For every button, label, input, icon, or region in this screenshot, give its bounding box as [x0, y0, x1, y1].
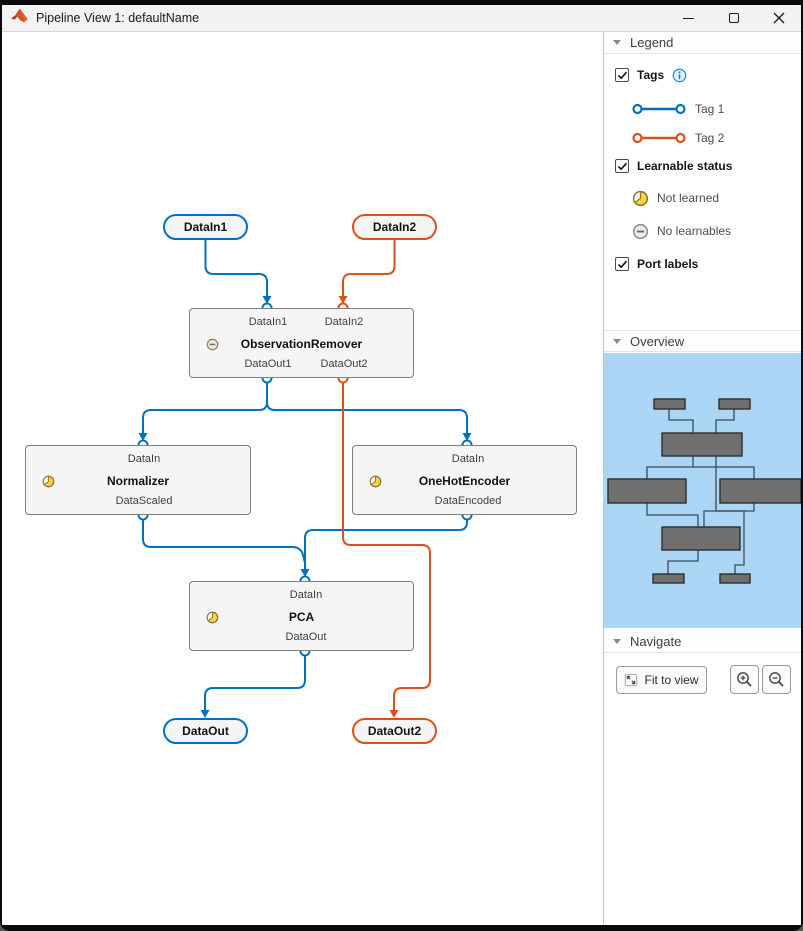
tag2-sample-icon: [632, 132, 686, 144]
not-learned-icon: [206, 611, 219, 624]
learnable-status-label: Learnable status: [637, 159, 733, 173]
fit-to-view-icon: [625, 673, 638, 687]
no-learnables-row: No learnables: [632, 222, 731, 240]
collapse-arrow-icon: [613, 338, 621, 344]
close-icon: [773, 12, 784, 24]
terminal-dataout[interactable]: DataOut: [163, 718, 248, 744]
collapse-arrow-icon: [613, 40, 621, 45]
port-label: DataOut1: [244, 358, 292, 370]
tag1-sample-icon: [632, 103, 686, 115]
tag1-label: Tag 1: [695, 102, 725, 116]
port-labels-row: Port labels: [615, 255, 698, 273]
port-label: DataEncoded: [434, 495, 502, 507]
tag1-row: Tag 1: [631, 100, 724, 118]
zoom-out-button[interactable]: [762, 665, 791, 694]
port-label: DataScaled: [115, 495, 173, 507]
overview-header-label: Overview: [630, 333, 685, 349]
clock-yellow-icon: [632, 190, 649, 206]
no-learnables-label: No learnables: [657, 224, 732, 238]
terminal-label: DataOut2: [367, 724, 422, 738]
minimap-graphic: [607, 398, 801, 584]
overview-minimap[interactable]: [604, 353, 801, 628]
pipeline-canvas[interactable]: DataIn1 DataIn2 DataOut DataOut2 DataIn1…: [2, 32, 604, 925]
fit-to-view-label: Fit to view: [644, 673, 699, 687]
minus-gray-icon: [632, 223, 649, 239]
matlab-logo-icon: [11, 8, 28, 28]
port-label: DataIn: [289, 589, 323, 601]
node-observationremover[interactable]: DataIn1 DataIn2 ObservationRemover DataO…: [189, 308, 414, 378]
tags-row: Tags: [615, 66, 687, 84]
zoom-in-button[interactable]: [730, 665, 759, 694]
check-icon: [617, 162, 627, 170]
legend-section-header[interactable]: Legend: [604, 32, 801, 54]
node-normalizer[interactable]: DataIn Normalizer DataScaled: [25, 445, 251, 515]
overview-section-header[interactable]: Overview: [604, 330, 801, 352]
window-title: Pipeline View 1: defaultName: [36, 11, 200, 25]
main-area: DataIn1 DataIn2 DataOut DataOut2 DataIn1…: [2, 32, 801, 925]
node-onehotencoder[interactable]: DataIn OneHotEncoder DataEncoded: [352, 445, 577, 515]
port-labels-checkbox[interactable]: [615, 257, 629, 271]
navigate-header-label: Navigate: [630, 634, 682, 649]
not-learned-icon: [42, 475, 55, 488]
maximize-button[interactable]: [711, 5, 756, 32]
no-learnables-icon: [206, 338, 219, 351]
learnable-status-row: Learnable status: [615, 157, 732, 175]
terminal-label: DataIn2: [372, 220, 417, 234]
port-labels-label: Port labels: [637, 257, 699, 271]
port-label: DataOut: [285, 631, 327, 643]
check-icon: [617, 260, 627, 268]
port-label: DataIn2: [324, 316, 364, 328]
node-title: Normalizer: [106, 474, 170, 488]
port-label: DataIn1: [248, 316, 288, 328]
terminal-dataout2[interactable]: DataOut2: [352, 718, 437, 744]
zoom-out-icon: [769, 672, 784, 687]
port-label: DataIn: [127, 453, 161, 465]
tags-checkbox[interactable]: [615, 68, 629, 82]
tag2-label: Tag 2: [695, 131, 725, 145]
not-learned-icon: [369, 475, 382, 488]
minimize-icon: [683, 17, 694, 19]
maximize-icon: [728, 13, 739, 23]
learnable-status-checkbox[interactable]: [615, 159, 629, 173]
sidebar: Legend Tags: [604, 32, 801, 925]
tag2-row: Tag 2: [631, 129, 724, 147]
check-icon: [617, 71, 627, 79]
not-learned-label: Not learned: [657, 191, 720, 205]
port-label: DataOut2: [320, 358, 368, 370]
legend-header-label: Legend: [630, 35, 674, 50]
node-pca[interactable]: DataIn PCA DataOut: [189, 581, 414, 651]
terminal-datain2[interactable]: DataIn2: [352, 214, 437, 240]
collapse-arrow-icon: [613, 639, 621, 644]
minimize-button[interactable]: [666, 5, 711, 32]
not-learned-row: Not learned: [632, 189, 719, 207]
tags-label: Tags: [637, 68, 665, 82]
node-title: OneHotEncoder: [418, 474, 511, 488]
port-label: DataIn: [451, 453, 485, 465]
info-icon[interactable]: [672, 68, 687, 83]
terminal-label: DataIn1: [183, 220, 228, 234]
node-title: ObservationRemover: [240, 337, 363, 351]
fit-to-view-button[interactable]: Fit to view: [616, 666, 707, 694]
close-button[interactable]: [756, 5, 801, 32]
titlebar[interactable]: Pipeline View 1: defaultName: [2, 5, 801, 32]
window-inner: Pipeline View 1: defaultName: [2, 5, 801, 925]
node-title: PCA: [288, 610, 315, 624]
zoom-in-icon: [737, 672, 752, 687]
terminal-datain1[interactable]: DataIn1: [163, 214, 248, 240]
navigate-section-header[interactable]: Navigate: [604, 631, 801, 653]
terminal-label: DataOut: [182, 724, 229, 738]
